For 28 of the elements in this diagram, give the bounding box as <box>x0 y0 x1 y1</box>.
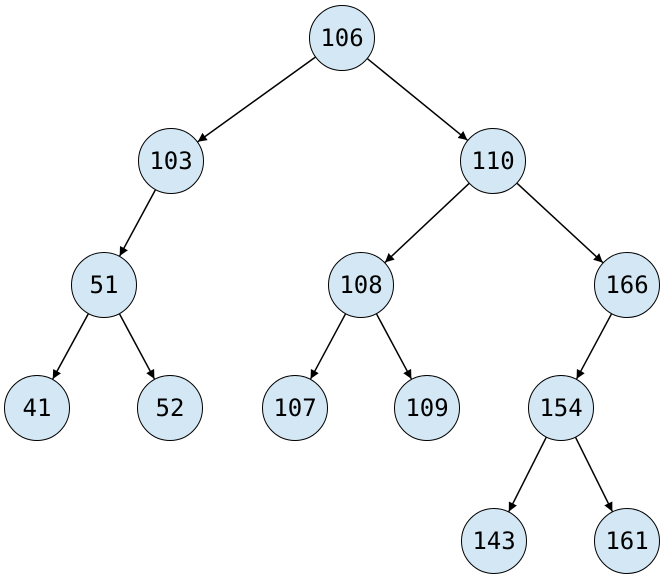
node-value: 106 <box>320 24 364 52</box>
arrow <box>367 58 468 141</box>
arrow <box>310 314 346 380</box>
node-value: 51 <box>90 271 118 299</box>
node-value: 154 <box>539 394 583 422</box>
arrow <box>197 56 316 142</box>
arrow <box>376 314 412 380</box>
tree-node-circle <box>328 252 394 318</box>
node-value: 110 <box>471 147 515 175</box>
arrow <box>508 437 547 512</box>
arrow <box>119 190 156 256</box>
node-value: 41 <box>22 394 52 422</box>
node-value: 109 <box>405 394 449 422</box>
node-value: 143 <box>472 527 516 555</box>
arrow <box>575 437 613 512</box>
arrow <box>576 314 612 380</box>
node-value: 52 <box>156 394 184 422</box>
arrow <box>118 314 156 380</box>
tree-node-circle <box>460 128 526 194</box>
node-value: 166 <box>605 271 649 299</box>
node-value: 108 <box>339 271 383 299</box>
node-value: 107 <box>273 394 317 422</box>
node-value: 103 <box>149 147 193 175</box>
arrow <box>516 182 604 264</box>
tree-node-circle <box>594 252 660 318</box>
arrow <box>384 183 470 263</box>
arrow <box>52 314 89 380</box>
node-value: 161 <box>605 527 649 555</box>
